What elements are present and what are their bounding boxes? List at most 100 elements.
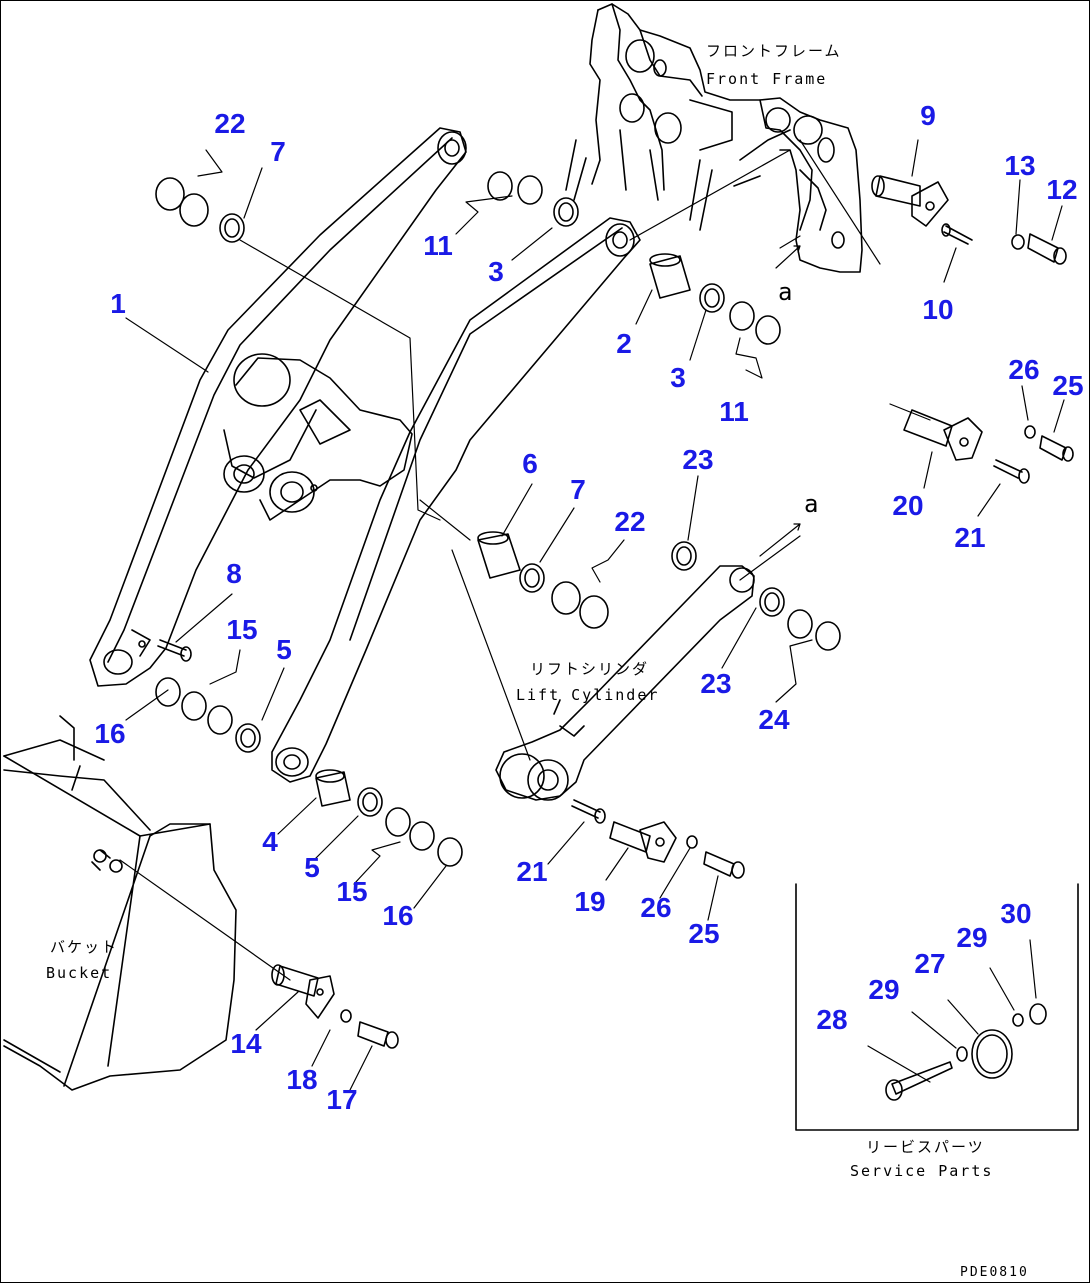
callout-15-left: 15 bbox=[226, 614, 258, 645]
callout-23-top: 23 bbox=[682, 444, 714, 475]
part-bolt-8 bbox=[157, 639, 192, 662]
callout-30: 30 bbox=[1000, 898, 1032, 929]
lift-cylinder-drawing bbox=[495, 565, 755, 801]
part-grease-fitting-21-top bbox=[993, 459, 1030, 484]
part-seal-7-mid bbox=[519, 563, 545, 593]
callout-1: 1 bbox=[110, 288, 126, 319]
callout-28: 28 bbox=[816, 1004, 848, 1035]
part-bolt-17 bbox=[357, 1021, 399, 1049]
callout-14: 14 bbox=[230, 1028, 262, 1059]
front-frame-drawing bbox=[565, 3, 863, 273]
part-washer-26-bottom bbox=[686, 835, 698, 849]
part-washer-13 bbox=[1011, 234, 1025, 250]
callout-16-bottom: 16 bbox=[382, 900, 414, 931]
callout-27: 27 bbox=[914, 948, 946, 979]
part-seal-23-top bbox=[671, 541, 697, 571]
callout-29-left: 29 bbox=[868, 974, 900, 1005]
callout-20: 20 bbox=[892, 490, 924, 521]
callout-26-bottom: 26 bbox=[640, 892, 672, 923]
callout-16-left: 16 bbox=[94, 718, 126, 749]
callout-26-top: 26 bbox=[1008, 354, 1040, 385]
part-washer-29-a bbox=[956, 1046, 968, 1062]
callout-9: 9 bbox=[920, 100, 936, 131]
callout-15-bottom: 15 bbox=[336, 876, 368, 907]
callout-29-right: 29 bbox=[956, 922, 988, 953]
part-seal-5-left bbox=[235, 723, 261, 753]
callout-7-mid: 7 bbox=[570, 474, 586, 505]
part-seal-5-bottom bbox=[357, 787, 383, 817]
part-pin-20 bbox=[903, 409, 983, 461]
callout-17: 17 bbox=[326, 1084, 358, 1115]
callout-25-top: 25 bbox=[1052, 370, 1084, 401]
callout-8: 8 bbox=[226, 558, 242, 589]
callout-22-mid: 22 bbox=[614, 506, 646, 537]
part-washer-29-b bbox=[1012, 1013, 1024, 1027]
callout-21-bottom: 21 bbox=[516, 856, 548, 887]
part-shims-22-top bbox=[155, 177, 209, 227]
front-frame-label-en: Front Frame bbox=[706, 70, 828, 88]
callout-5-left: 5 bbox=[276, 634, 292, 665]
part-bushing-2 bbox=[649, 253, 691, 299]
front-frame-label-jp: フロントフレーム bbox=[706, 42, 842, 60]
part-bolt-10 bbox=[941, 223, 973, 245]
callout-22-top: 22 bbox=[214, 108, 246, 139]
callout-21-top: 21 bbox=[954, 522, 986, 553]
part-shims-15-bottom bbox=[385, 807, 435, 851]
bucket-label-jp: バケット bbox=[50, 938, 119, 956]
part-bolt-12 bbox=[1027, 233, 1067, 265]
callout-12: 12 bbox=[1046, 174, 1078, 205]
part-seal-3-right bbox=[699, 283, 725, 313]
reference-mark-a-lower: a bbox=[804, 490, 819, 518]
callout-19: 19 bbox=[574, 886, 606, 917]
callout-6: 6 bbox=[522, 448, 538, 479]
callout-18: 18 bbox=[286, 1064, 318, 1095]
lift-cylinder-label-en: Lift Cylinder bbox=[516, 686, 660, 704]
part-washer-18 bbox=[340, 1009, 352, 1023]
part-shims-15-left bbox=[181, 691, 233, 735]
part-pin-14 bbox=[271, 964, 335, 1019]
part-pin-9 bbox=[871, 175, 949, 227]
bucket-drawing bbox=[3, 715, 237, 1091]
part-plug-16-left bbox=[155, 677, 181, 707]
lift-cylinder-label-jp: リフトシリンダ bbox=[530, 660, 650, 678]
part-shims-11-top bbox=[487, 171, 543, 205]
callout-7-top: 7 bbox=[270, 136, 286, 167]
reference-mark-a-upper: a bbox=[778, 278, 793, 306]
callout-25-bottom: 25 bbox=[688, 918, 720, 949]
part-washer-26-top bbox=[1024, 425, 1036, 439]
part-bolt-25-bottom bbox=[703, 851, 745, 879]
service-parts-label-en: Service Parts bbox=[850, 1162, 994, 1180]
part-nut-30 bbox=[1029, 1003, 1047, 1025]
part-seal-3-top bbox=[553, 197, 579, 227]
bucket-label-en: Bucket bbox=[46, 964, 113, 982]
part-bolt-28 bbox=[885, 1061, 953, 1101]
part-plate-27 bbox=[971, 1029, 1013, 1079]
part-bolt-25-top bbox=[1039, 435, 1074, 462]
part-plug-16-bottom bbox=[437, 837, 463, 867]
part-seal-23-right bbox=[759, 587, 785, 617]
service-parts-label-jp: リービスパーツ bbox=[866, 1138, 985, 1156]
leader-lines bbox=[119, 139, 1065, 1091]
drawing-code: PDE0810 bbox=[960, 1265, 1029, 1280]
part-shims-22-mid bbox=[551, 581, 609, 629]
part-shims-11-right bbox=[729, 301, 781, 345]
callout-5-bottom: 5 bbox=[304, 852, 320, 883]
service-parts-inset bbox=[795, 883, 1079, 1131]
callout-4: 4 bbox=[262, 826, 278, 857]
lift-arm-drawing bbox=[89, 127, 641, 783]
callout-2: 2 bbox=[616, 328, 632, 359]
callout-11-right: 11 bbox=[719, 396, 749, 427]
callout-10: 10 bbox=[922, 294, 954, 325]
callout-3-top: 3 bbox=[488, 256, 504, 287]
part-shims-24 bbox=[787, 609, 841, 651]
callout-13: 13 bbox=[1004, 150, 1036, 181]
callout-3-right: 3 bbox=[670, 362, 686, 393]
part-seal-7-top bbox=[219, 213, 245, 243]
part-bushing-4 bbox=[315, 769, 351, 807]
callout-23-right: 23 bbox=[700, 668, 732, 699]
callout-11-top: 11 bbox=[423, 230, 453, 261]
part-bushing-6 bbox=[477, 531, 521, 579]
part-grease-fitting-21-bottom bbox=[571, 799, 606, 824]
part-pin-19 bbox=[609, 821, 677, 863]
